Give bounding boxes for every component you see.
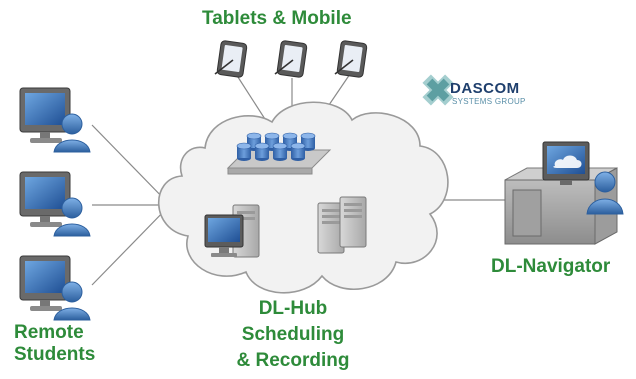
- database-cylinder: [290, 142, 306, 161]
- label-dl-navigator: DL-Navigator: [491, 256, 611, 277]
- label-tablets-mobile: Tablets & Mobile: [202, 8, 352, 29]
- workstation-icon: [204, 204, 260, 258]
- desktop-user-icon: [19, 87, 91, 153]
- label-hub-line2: Scheduling: [241, 324, 345, 345]
- label-remote-line1: Remote: [14, 322, 84, 343]
- logo-name: DASCOM: [450, 80, 520, 97]
- label-remote-line2: Students: [14, 344, 96, 365]
- label-hub-line1: DL-Hub: [258, 298, 328, 319]
- desktop-user-icon: [19, 171, 91, 237]
- tablet-icon: [334, 40, 368, 78]
- desktop-user-icon: [19, 255, 91, 321]
- label-hub-line3: & Recording: [236, 350, 350, 371]
- cloud-shape: [157, 101, 449, 294]
- logo-tagline: SYSTEMS GROUP: [452, 97, 526, 106]
- dascom-logo-icon: [422, 74, 454, 106]
- database-cluster-icon: [226, 132, 332, 175]
- connector-remote-top: [91, 124, 171, 206]
- label-dl-hub: DL-Hub Scheduling & Recording: [228, 298, 358, 372]
- database-cylinder: [272, 142, 288, 161]
- tablet-icon: [274, 40, 308, 78]
- navigator-desk-icon: [504, 141, 624, 245]
- database-cylinder: [254, 142, 270, 161]
- tablet-icon: [214, 40, 248, 78]
- label-remote-students: Remote Students: [14, 322, 95, 366]
- server-tower-icon: [317, 196, 367, 254]
- connector-remote-bottom: [91, 204, 171, 286]
- database-cylinder: [236, 142, 252, 161]
